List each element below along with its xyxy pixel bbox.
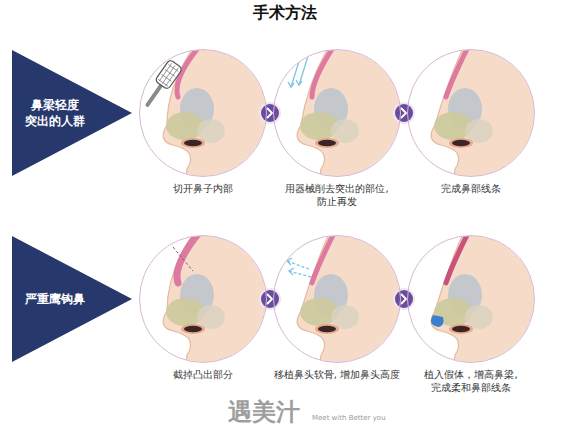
arrow-ring	[393, 102, 415, 124]
step-caption: 植入假体，增高鼻梁, 完成柔和鼻部线条	[407, 368, 535, 394]
text-holder: 严重鹰钩鼻	[18, 236, 92, 362]
arrow-head	[268, 109, 273, 118]
step-connector-group	[259, 102, 281, 124]
step-circle: 切开鼻子内部	[139, 49, 267, 177]
nose-illustration	[273, 227, 417, 374]
circle-outline	[273, 49, 401, 177]
arrow-badge	[261, 290, 279, 308]
step-circle: 完成鼻部线条	[407, 49, 535, 177]
banner-shape	[12, 50, 132, 176]
circle-outline	[273, 235, 401, 363]
step-caption: 切开鼻子内部	[139, 182, 267, 195]
arrow-badge	[395, 104, 413, 122]
title: 手术方法	[253, 3, 317, 24]
watermark-tagline: Meet with Better you	[312, 414, 386, 422]
circle-outline	[407, 49, 535, 177]
group-label: 严重鹰钩鼻	[25, 291, 85, 307]
circle-outline	[139, 49, 267, 177]
text-holder: 移植鼻头软骨, 增加鼻头高度	[273, 368, 401, 381]
step-circle: 截掉凸出部分	[139, 235, 267, 363]
nose-illustration	[407, 41, 551, 188]
text-holder: 完成鼻部线条	[407, 182, 535, 195]
nose-illustration	[139, 41, 283, 188]
text-holder: 切开鼻子内部	[139, 182, 267, 195]
arrow-ring	[393, 288, 415, 310]
text-holder: 鼻梁轻度 突出的人群	[18, 50, 92, 176]
step-caption: 完成鼻部线条	[407, 182, 535, 195]
step-caption: 截掉凸出部分	[139, 368, 267, 381]
arrow-head	[402, 109, 407, 118]
arrow-head	[402, 295, 407, 304]
step-circle: 移植鼻头软骨, 增加鼻头高度	[273, 235, 401, 363]
text-holder: 植入假体，增高鼻梁, 完成柔和鼻部线条	[407, 368, 535, 394]
group-banner: 鼻梁轻度 突出的人群	[12, 50, 132, 176]
arrow-badge	[395, 290, 413, 308]
nose-illustration	[407, 227, 551, 374]
step-connector-group	[259, 288, 281, 310]
watermark: 遇美汁	[228, 396, 300, 428]
step-connector-group	[393, 102, 415, 124]
nose-illustration	[273, 41, 417, 188]
group-label: 鼻梁轻度 突出的人群	[18, 97, 92, 129]
arrow-badge	[261, 104, 279, 122]
circle-outline	[139, 235, 267, 363]
arrow-head	[268, 295, 273, 304]
step-circle: 用器械削去突出的部位, 防止再发	[273, 49, 401, 177]
step-caption: 用器械削去突出的部位, 防止再发	[273, 182, 401, 208]
nose-illustration	[139, 227, 283, 374]
group-banner: 严重鹰钩鼻	[12, 236, 132, 362]
step-connector-group	[393, 288, 415, 310]
text-holder: 用器械削去突出的部位, 防止再发	[273, 182, 401, 208]
step-caption: 移植鼻头软骨, 增加鼻头高度	[273, 368, 401, 381]
step-circle: 植入假体，增高鼻梁, 完成柔和鼻部线条	[407, 235, 535, 363]
circle-outline	[407, 235, 535, 363]
text-holder: 截掉凸出部分	[139, 368, 267, 381]
arrow-ring	[259, 102, 281, 124]
arrow-ring	[259, 288, 281, 310]
